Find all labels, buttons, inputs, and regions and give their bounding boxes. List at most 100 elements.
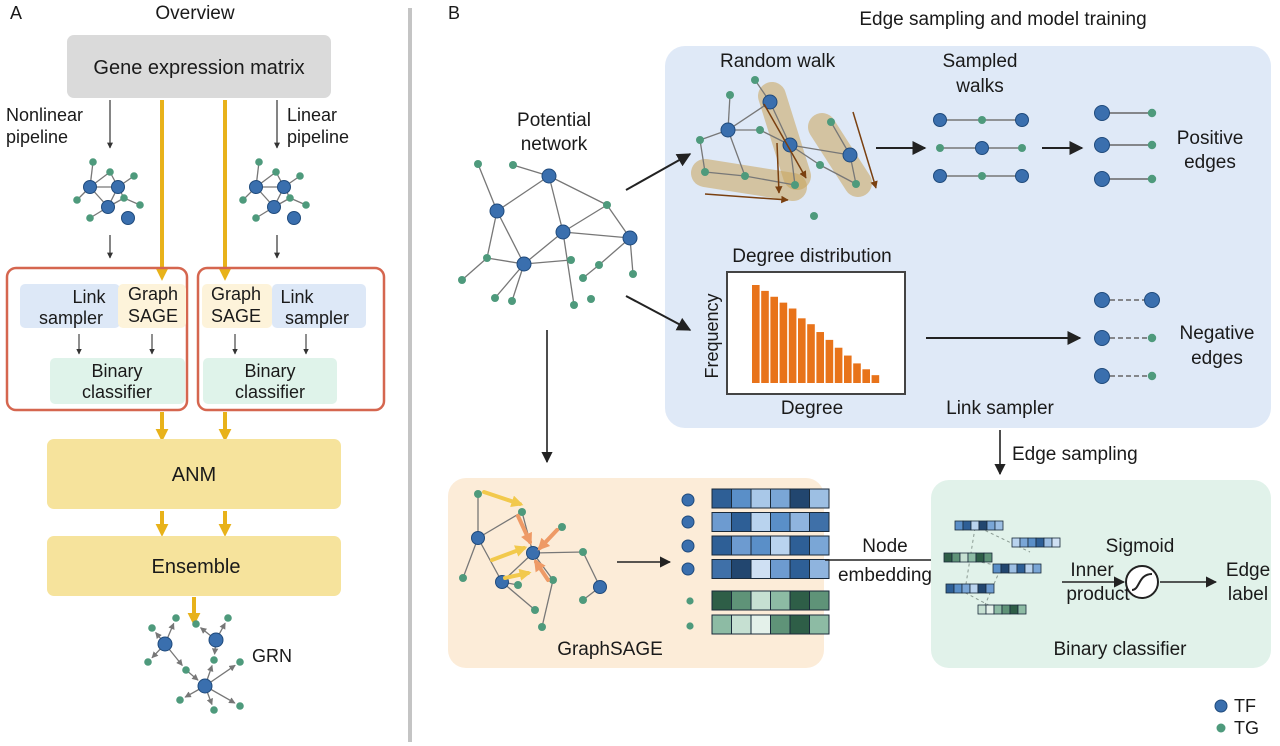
tg-node <box>286 194 294 202</box>
vector-cell <box>1019 537 1029 548</box>
histogram-bar <box>844 355 852 383</box>
vector-cell <box>970 520 980 531</box>
tg-node <box>1147 371 1157 381</box>
tg-node <box>741 172 749 180</box>
aggregation-arrow <box>534 559 550 582</box>
tf-node <box>1094 368 1110 384</box>
embedding-cell-green <box>750 590 771 611</box>
embedding-cell-green <box>711 590 732 611</box>
tf-node <box>157 636 173 652</box>
vector-cell <box>1027 537 1037 548</box>
tg-node <box>549 576 557 584</box>
tf-node <box>277 180 291 194</box>
embedding-cell-blue <box>770 488 791 509</box>
tg-node <box>272 168 280 176</box>
tg-node <box>302 201 310 209</box>
walk-direction-arrow <box>774 142 783 194</box>
tf-node <box>681 562 695 576</box>
degree-axis-label: Degree <box>781 398 843 419</box>
tf-node <box>842 147 858 163</box>
tf-node <box>516 256 532 272</box>
embedding-cell-blue <box>770 535 791 556</box>
inner-product-label-2: product <box>1066 584 1130 605</box>
graphsage-right-2: SAGE <box>211 306 261 326</box>
embedding-cell-green <box>731 614 752 635</box>
tg-node <box>120 194 128 202</box>
positive-edges-label-1: Positive <box>1177 128 1244 149</box>
node-embedding-label-1: Node <box>862 536 907 557</box>
nonlinear-label-2: pipeline <box>6 127 68 147</box>
tf-node <box>681 515 695 529</box>
vector-cell <box>992 563 1002 574</box>
tg-node <box>148 624 156 632</box>
link-sampler-label: Link sampler <box>946 398 1054 419</box>
tg-node <box>579 548 587 556</box>
tg-node <box>595 261 603 269</box>
tg-node <box>978 172 986 180</box>
binary-classifier-panel <box>931 480 1271 668</box>
vector-cell <box>1035 537 1045 548</box>
aggregation-arrow <box>503 568 532 581</box>
embedding-cell-blue <box>809 512 830 532</box>
tf-node <box>208 632 224 648</box>
graph-edge <box>496 210 525 265</box>
graph-edge <box>477 511 523 539</box>
graph-edge <box>727 129 746 177</box>
walk-highlight <box>808 113 872 197</box>
tf-node <box>782 137 798 153</box>
panel-a-title: Overview <box>155 3 234 24</box>
tg-node <box>1018 144 1026 152</box>
link-sampler-left-1: Link <box>72 287 106 307</box>
embedding-matrix <box>711 488 830 635</box>
binary-classifier-label: Binary classifier <box>1053 639 1187 660</box>
tf-node <box>287 211 301 225</box>
graph-edge <box>789 144 851 156</box>
linear-label-2: pipeline <box>287 127 349 147</box>
embedding-cell-blue <box>789 559 810 579</box>
aggregation-arrow <box>490 545 528 562</box>
embedding-cell-green <box>750 614 771 635</box>
tg-node <box>509 161 517 169</box>
anm-box <box>47 439 341 509</box>
vector-cell <box>943 552 953 563</box>
tf-node <box>526 546 540 560</box>
tg-node <box>459 574 467 582</box>
tg-node <box>483 254 491 262</box>
embedding-cell-blue <box>789 512 810 532</box>
vector-cell <box>1008 563 1018 574</box>
tg-node <box>567 256 575 264</box>
sampled-walks-label-2: walks <box>955 76 1004 97</box>
link-sampler-box-right <box>272 284 366 328</box>
histogram-bar <box>752 285 760 383</box>
negative-edges-label-2: edges <box>1191 348 1243 369</box>
tg-node <box>827 118 835 126</box>
graph-edge <box>769 101 791 146</box>
aggregation-arrow <box>537 528 559 551</box>
linear-label-1: Linear <box>287 105 337 125</box>
tg-node <box>192 620 200 628</box>
tf-node <box>1094 330 1110 346</box>
vector-cell <box>985 604 995 615</box>
embedding-node-dots <box>681 493 695 630</box>
degree-distribution-title: Degree distribution <box>732 246 891 267</box>
tg-node <box>176 696 184 704</box>
potential-network-label-2: network <box>521 134 588 155</box>
potential-network-label-1: Potential <box>517 110 591 131</box>
link-sampler-left-2: sampler <box>39 308 103 328</box>
panel-a: A Overview Gene expression matrix Nonlin… <box>5 3 386 714</box>
embedding-cell-green <box>809 614 830 635</box>
tg-node <box>1147 140 1157 150</box>
embedding-cell-blue <box>809 559 830 579</box>
grn-label: GRN <box>252 646 292 666</box>
graph-edge <box>562 231 575 306</box>
tf-node <box>622 230 638 246</box>
tf-node <box>83 180 97 194</box>
inner-product-label-1: Inner <box>1070 560 1114 581</box>
tg-node <box>458 276 466 284</box>
tg-node <box>514 581 522 589</box>
negative-edges-label-1: Negative <box>1180 323 1255 344</box>
tf-node <box>121 211 135 225</box>
tg-node <box>936 144 944 152</box>
tg-node <box>810 212 818 220</box>
